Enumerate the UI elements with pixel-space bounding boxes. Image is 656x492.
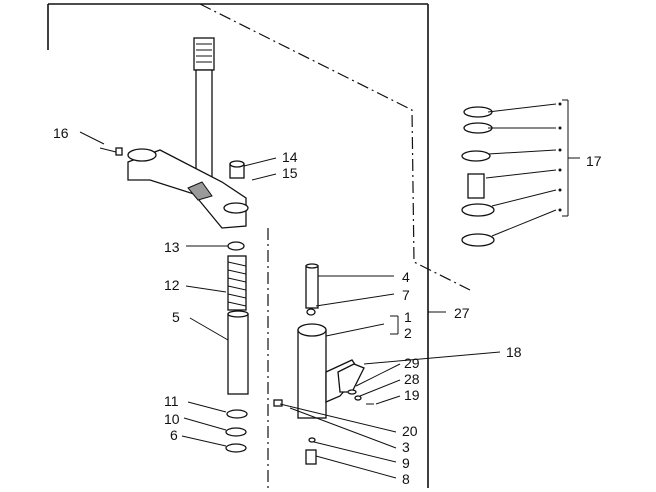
callout-18: 18 [506, 344, 522, 360]
frame-lines [47, 3, 471, 488]
callout-19: 19 [404, 387, 420, 403]
callout-8: 8 [402, 471, 410, 487]
callout-27: 27 [454, 305, 470, 321]
callout-7: 7 [402, 287, 410, 303]
callout-28: 28 [404, 371, 420, 387]
callout-3: 3 [402, 439, 410, 455]
callout-10: 10 [164, 411, 180, 427]
callout-labels: 16 14 15 17 13 12 5 4 7 27 1 2 18 29 28 … [53, 125, 602, 487]
callout-12: 12 [164, 277, 180, 293]
callout-11: 11 [164, 393, 179, 409]
steering-stem [127, 37, 249, 229]
washer-29-part [347, 389, 357, 395]
callout-4: 4 [402, 269, 410, 285]
callout-13: 13 [164, 239, 180, 255]
callout-2: 2 [404, 325, 412, 341]
spring-part [227, 255, 247, 311]
callout-29: 29 [404, 355, 420, 371]
screw-part [99, 147, 123, 156]
lever-part [337, 363, 365, 393]
bolt-8-part [305, 449, 317, 465]
clip-ring-part [225, 427, 247, 437]
callout-6: 6 [170, 427, 178, 443]
callout-9: 9 [402, 455, 410, 471]
washer-28-part [354, 395, 362, 401]
washer-part [227, 241, 245, 251]
dust-ring-part [225, 443, 247, 453]
callout-15: 15 [282, 165, 298, 181]
leader-lines [79, 131, 501, 479]
callout-16: 16 [53, 125, 69, 141]
seal-ring-part [226, 409, 248, 419]
callout-1: 1 [404, 309, 412, 325]
screw-20-part [273, 399, 283, 407]
rod-part [305, 263, 319, 316]
callout-17: 17 [586, 153, 602, 169]
callout-5: 5 [172, 309, 180, 325]
bracket-27 [390, 311, 446, 335]
callout-20: 20 [402, 423, 418, 439]
inner-tube-part [227, 310, 249, 395]
bracket-17 [485, 99, 580, 237]
bushing-part [229, 160, 245, 179]
washer-9-part [308, 437, 316, 443]
bearing-stack [461, 106, 495, 247]
callout-14: 14 [282, 149, 298, 165]
